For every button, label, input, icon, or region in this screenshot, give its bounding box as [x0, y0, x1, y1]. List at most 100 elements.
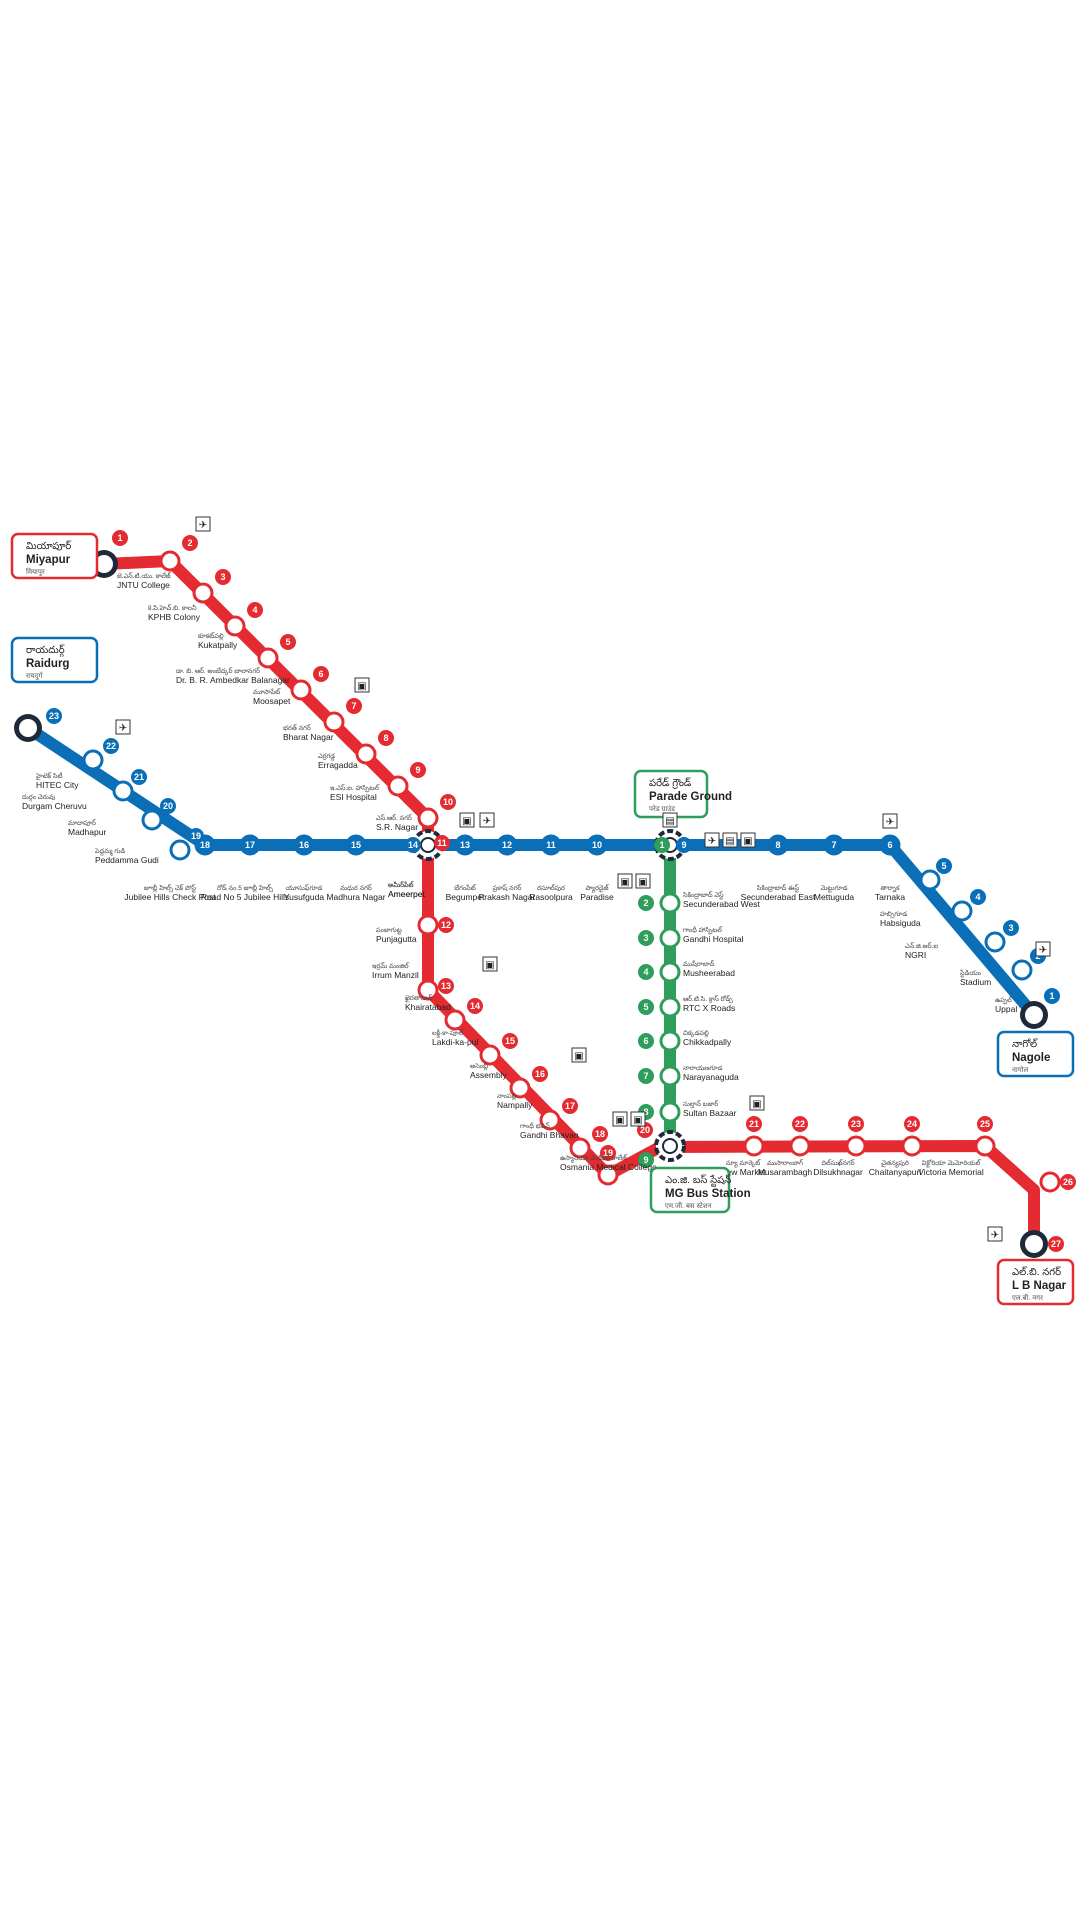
red-station-17	[539, 1109, 561, 1131]
blue-21-badge	[131, 769, 147, 785]
red-5-number: 5	[285, 637, 290, 647]
hitec-airplane-icon: ✈	[119, 723, 127, 734]
miyapur-title-te: మియాపూర్	[26, 540, 71, 552]
malakpet-train-icon-frame	[749, 1095, 765, 1111]
osmania-train-icon: ▣	[615, 1115, 624, 1126]
red-4-number: 4	[252, 605, 257, 615]
red-13-label-te: ఇర్రమ్ మంజిల్	[372, 962, 410, 970]
blue-line-track	[22, 722, 1040, 1021]
blue-5-label-te: హబ్సిగూడ	[880, 911, 907, 919]
red-16-number: 16	[535, 1069, 545, 1079]
red-5-badge	[280, 634, 296, 650]
red-11-label-en: Ameerpet	[388, 889, 425, 899]
red-19-label-en: Osmania Medical College	[560, 1162, 657, 1172]
red-6-number: 6	[318, 669, 323, 679]
red-station-21	[743, 1135, 765, 1157]
osmania-train-icon-2-frame	[630, 1111, 646, 1127]
sr-nagar-airplane-icon: ✈	[483, 816, 491, 827]
parade-ground-title-en: Parade Ground	[649, 791, 732, 803]
red-6-label-en: Moosapet	[253, 696, 291, 706]
blue-20-label-te: మాదాపూర్	[68, 819, 96, 827]
blue-16-badge	[296, 837, 312, 853]
red-23-label-en: Musarambagh	[758, 1167, 813, 1177]
red-18-label-en: Gandhi Bhavan	[520, 1130, 579, 1140]
red-25-badge	[977, 1116, 993, 1132]
red-4-badge	[247, 602, 263, 618]
blue-4-label-te: ఎన్.జి.ఆర్.ఐ	[905, 942, 938, 950]
red-15-label-en: Lakdi-ka-pul	[432, 1037, 478, 1047]
blue-17-label-en: Road No 5 Jubilee Hills	[201, 892, 289, 902]
jntu-airplane-icon: ✈	[199, 520, 207, 531]
blue-2-label-en: Uppal	[995, 1004, 1017, 1014]
mg-bus-station-title-hi: एम.जी. बस स्टेशन	[665, 1201, 712, 1210]
red-9-label-en: ESI Hospital	[330, 792, 377, 802]
red-station-18	[569, 1137, 591, 1159]
red-station-8	[355, 743, 377, 765]
red-10-number: 10	[443, 797, 453, 807]
blue-1-number: 1	[1049, 991, 1054, 1001]
blue-5-badge	[936, 858, 952, 874]
bharat-nagar-train-icon: ▣	[357, 681, 366, 692]
red-station-3	[192, 582, 214, 604]
green-7-number: 7	[643, 1071, 648, 1081]
red-26-badge	[1060, 1174, 1076, 1190]
nampally-train-icon: ▣	[574, 1051, 583, 1062]
red-16-label-en: Assembly	[470, 1070, 508, 1080]
blue-22-badge	[103, 738, 119, 754]
red-station-22	[789, 1135, 811, 1157]
blue-10-label-te: ప్యారడైజ్	[585, 884, 609, 893]
red-24-number: 24	[907, 1119, 917, 1129]
parade-bus-icon: ▤	[665, 816, 674, 827]
paradise-train-icon-frame	[617, 873, 633, 889]
red-7-label-te: భరత్ నగర్	[283, 724, 311, 732]
lb-nagar-title-hi: एल.बी. नगर	[1012, 1293, 1043, 1302]
blue-23-number: 23	[49, 711, 59, 721]
red-station-24	[901, 1135, 923, 1157]
blue-13-label-en: Begumpet	[446, 892, 485, 902]
red-2-label-en: JNTU College	[117, 580, 170, 590]
red-station-19	[597, 1164, 619, 1186]
parade-ground-title-te: పరేడ్ గ్రౌండ్	[649, 777, 692, 789]
red-21-number: 21	[749, 1119, 759, 1129]
blue-station-3	[984, 931, 1006, 953]
green-6-badge	[638, 1033, 654, 1049]
blue-20-badge	[160, 798, 176, 814]
green-9-badge	[638, 1152, 654, 1168]
red-17-label-en: Nampally	[497, 1100, 533, 1110]
blue-13-number: 13	[460, 840, 470, 850]
blue-8-label-te: సికింద్రాబాద్ ఈస్ట్	[757, 884, 800, 893]
red-20-number: 20	[640, 1125, 650, 1135]
red-21-badge	[746, 1116, 762, 1132]
blue-10-label-en: Paradise	[580, 892, 614, 902]
raidurg-title-hi: रायदुर्ग	[26, 671, 43, 681]
green-station-4	[659, 961, 681, 983]
facility-icons: ✈▣✈▣✈▤▣▣✈▤▣✈▣▣▣▣▣✈✈	[115, 516, 1051, 1242]
green-6-number: 6	[643, 1036, 648, 1046]
blue-6-number: 6	[887, 840, 892, 850]
blue-22-number: 22	[106, 741, 116, 751]
red-7-number: 7	[351, 701, 356, 711]
blue-22-label-te: హైటెక్ సిటీ	[35, 772, 63, 781]
red-2-number: 2	[187, 538, 192, 548]
green-2-number: 2	[643, 898, 648, 908]
red-station-23	[845, 1135, 867, 1157]
blue-3-badge	[1003, 920, 1019, 936]
red-1-badge	[112, 530, 128, 546]
blue-12-label-te: ప్రకాష్ నగర్	[492, 884, 521, 892]
red-22-label-en: New Market	[720, 1167, 766, 1177]
parade-train-icon-frame	[740, 832, 756, 848]
red-7-label-en: Bharat Nagar	[283, 732, 334, 742]
blue-3-number: 3	[1008, 923, 1013, 933]
blue-16-label-te: యూసుఫ్‌గూడ	[286, 884, 323, 892]
red-11-badge	[434, 835, 450, 851]
terminus-boxes: మియాపూర్Miyapurमियापुरరాయదుర్గ్Raidurgरा…	[10, 532, 1075, 1306]
blue-18-number: 18	[200, 840, 210, 850]
red-station-12	[417, 914, 439, 936]
red-13-number: 13	[441, 981, 451, 991]
parade-bus-icon-frame	[662, 812, 678, 828]
jntu-airplane-icon-frame	[195, 516, 211, 532]
green-1-badge	[654, 837, 670, 853]
raidurg-box	[10, 636, 99, 684]
nagole-title-en: Nagole	[1012, 1052, 1050, 1064]
